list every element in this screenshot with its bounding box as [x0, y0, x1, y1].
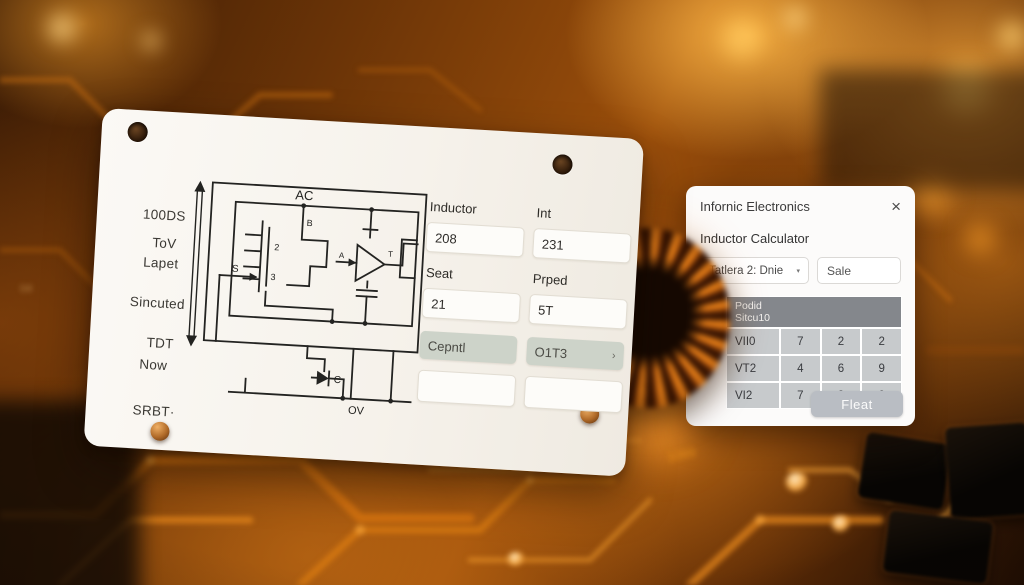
- chevron-right-icon: ›: [611, 349, 616, 362]
- side-label: SRBT·: [132, 402, 176, 420]
- parameter-form: Inductor Int Seat Prped Cepntl O1T3 ›: [416, 199, 632, 426]
- screw-hole: [551, 153, 574, 176]
- ic-chip: [944, 422, 1024, 520]
- schematic-card: 100DS ToV Lapet Sincuted TDT Now SRBT·: [83, 108, 645, 477]
- table-row-label: VT2: [727, 356, 779, 382]
- chevron-down-icon: ▾: [796, 267, 800, 275]
- ic-chip: [882, 509, 994, 585]
- table-cell: 9: [862, 356, 901, 382]
- schematic-label-b: B: [306, 218, 313, 228]
- schematic-label-s: S: [232, 264, 240, 275]
- prped-value-input[interactable]: [528, 293, 628, 330]
- table-cell: 2: [862, 329, 901, 355]
- schematic-label-c: C: [333, 375, 341, 386]
- schematic-label-ac: AC: [295, 187, 314, 203]
- cepntl-button-label: Cepntl: [427, 337, 466, 355]
- schematic-label-3: 3: [270, 272, 276, 282]
- table-header-line1: Podid: [735, 300, 762, 312]
- side-label: Lapet: [142, 254, 179, 272]
- prped-label: Prped: [532, 271, 568, 289]
- bokeh-light: [990, 15, 1024, 57]
- fleat-button[interactable]: Fleat: [811, 391, 903, 417]
- ic-chip: [857, 431, 953, 511]
- solder-joint: [786, 472, 808, 492]
- inductor-label: Inductor: [429, 198, 478, 217]
- side-label: Now: [138, 356, 168, 374]
- o1t3-button-label: O1T3: [534, 343, 568, 361]
- int-label: Int: [536, 205, 552, 221]
- panel-title: Infornic Electronics: [700, 199, 810, 214]
- silkscreen-text-04: 04: [20, 283, 32, 295]
- table-cell: 6: [821, 356, 861, 382]
- empty-input[interactable]: [416, 369, 517, 408]
- circuit-schematic: AC B 2 3 S A T C OV: [186, 180, 428, 418]
- side-label: ToV: [151, 235, 177, 252]
- calculator-panel: Infornic Electronics × Inductor Calculat…: [686, 186, 915, 426]
- bokeh-light: [40, 8, 84, 48]
- table-cell: 2: [821, 329, 861, 355]
- bokeh-light: [138, 28, 164, 54]
- schematic-label-t: T: [388, 250, 394, 259]
- sale-input[interactable]: [817, 257, 901, 284]
- table-row-label: VII0: [727, 329, 779, 355]
- int-value-input[interactable]: [532, 227, 632, 264]
- close-icon[interactable]: ×: [891, 197, 901, 216]
- seat-value-input[interactable]: [421, 287, 522, 324]
- side-label: 100DS: [142, 206, 187, 224]
- schematic-label-ov: OV: [348, 405, 365, 418]
- inductor-value-input[interactable]: [425, 221, 525, 258]
- bokeh-light: [955, 215, 1005, 263]
- bokeh-light: [714, 12, 770, 66]
- bokeh-light: [778, 2, 812, 34]
- screw: [149, 421, 171, 442]
- table-header-line2: Sitcu10: [735, 312, 771, 325]
- table-cell: 4: [781, 356, 820, 382]
- schematic-label-2: 2: [274, 242, 280, 252]
- table-row-label: VI2: [727, 383, 779, 409]
- seat-label: Seat: [425, 264, 454, 282]
- table-cell: 7: [781, 329, 820, 355]
- screw-hole: [127, 121, 149, 143]
- schematic-label-a: A: [339, 251, 346, 260]
- empty-input[interactable]: [523, 375, 624, 414]
- side-label: TDT: [146, 334, 175, 352]
- type-dropdown-value: Tatlera 2: Dnie: [709, 264, 784, 277]
- solder-joint: [832, 516, 850, 532]
- cepntl-button[interactable]: Cepntl: [419, 330, 518, 365]
- bokeh-light: [930, 55, 1002, 123]
- o1t3-button[interactable]: O1T3 ›: [525, 336, 625, 371]
- solder-joint: [508, 552, 524, 566]
- panel-heading: Inductor Calculator: [700, 231, 810, 246]
- table-header: Podid Sitcu10: [727, 297, 901, 328]
